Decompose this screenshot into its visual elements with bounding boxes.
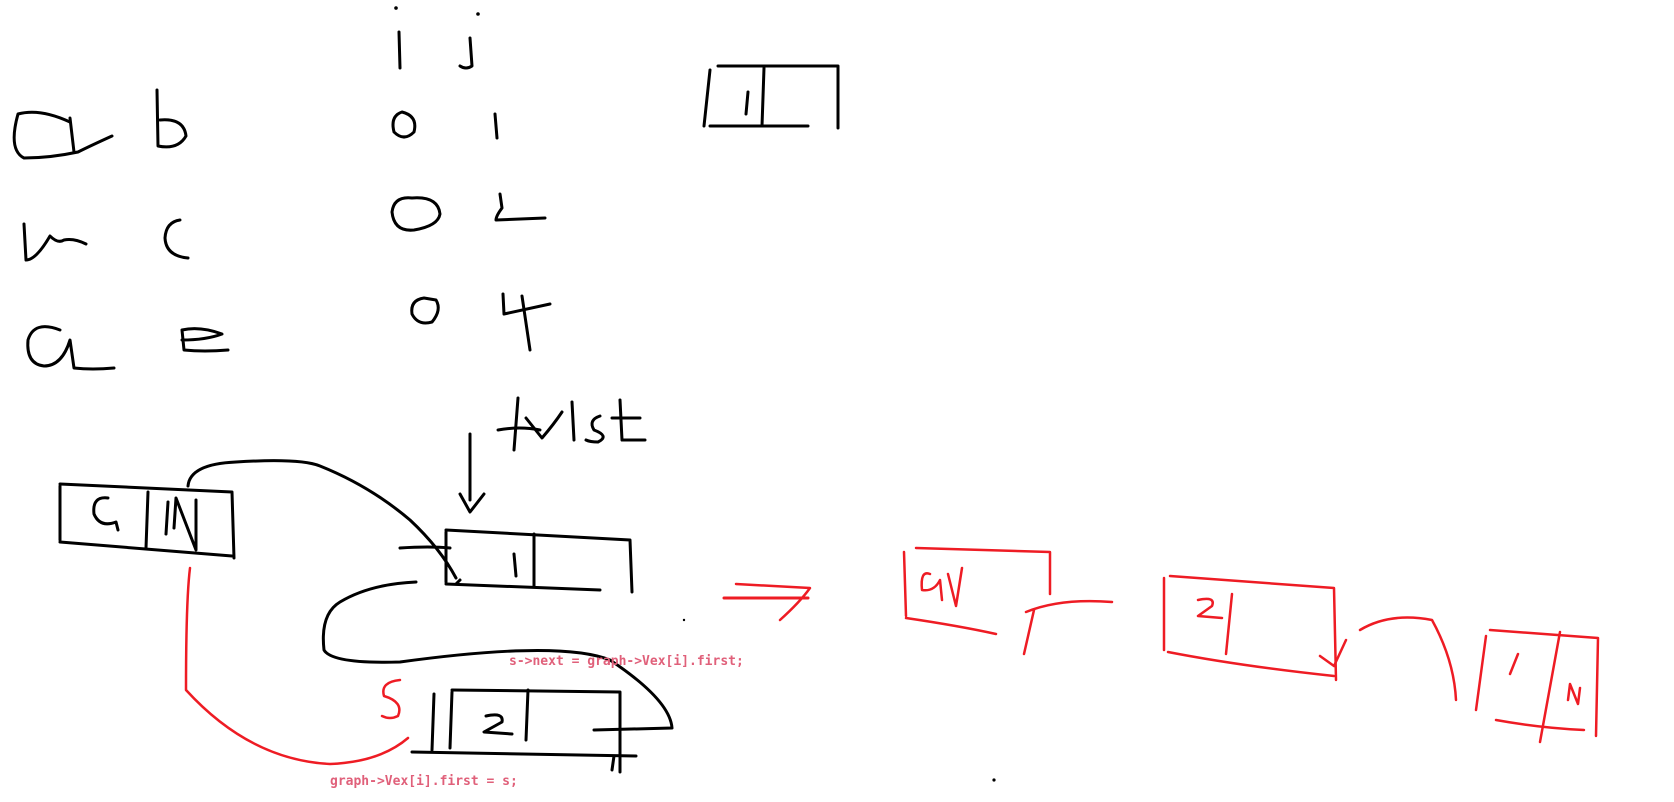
first-label-and-arrow xyxy=(458,396,647,514)
red-edge-2-to-1 xyxy=(1358,616,1458,702)
edge-head-to-node-1 xyxy=(186,459,458,580)
head-node-a-N xyxy=(58,482,236,560)
red-list-node-2 xyxy=(1162,574,1348,682)
code-line-next: s->next = graph->Vex[i].first; xyxy=(509,654,744,669)
double-arrow-bottom xyxy=(734,582,812,622)
edge-node-1-loop xyxy=(321,580,674,732)
node-sketch-top xyxy=(702,64,840,130)
handwritten-index-table xyxy=(390,6,552,352)
node-2 xyxy=(410,688,638,774)
red-list-node-a xyxy=(902,546,1114,656)
red-pointer-s xyxy=(184,566,410,766)
node-1 xyxy=(398,528,634,594)
handwritten-letter-pairs xyxy=(12,88,230,371)
red-list-node-1-N xyxy=(1474,628,1600,744)
code-line-first: graph->Vex[i].first = s; xyxy=(330,774,518,789)
stray-dot-bottom xyxy=(992,778,996,782)
stray-dot xyxy=(682,618,686,622)
